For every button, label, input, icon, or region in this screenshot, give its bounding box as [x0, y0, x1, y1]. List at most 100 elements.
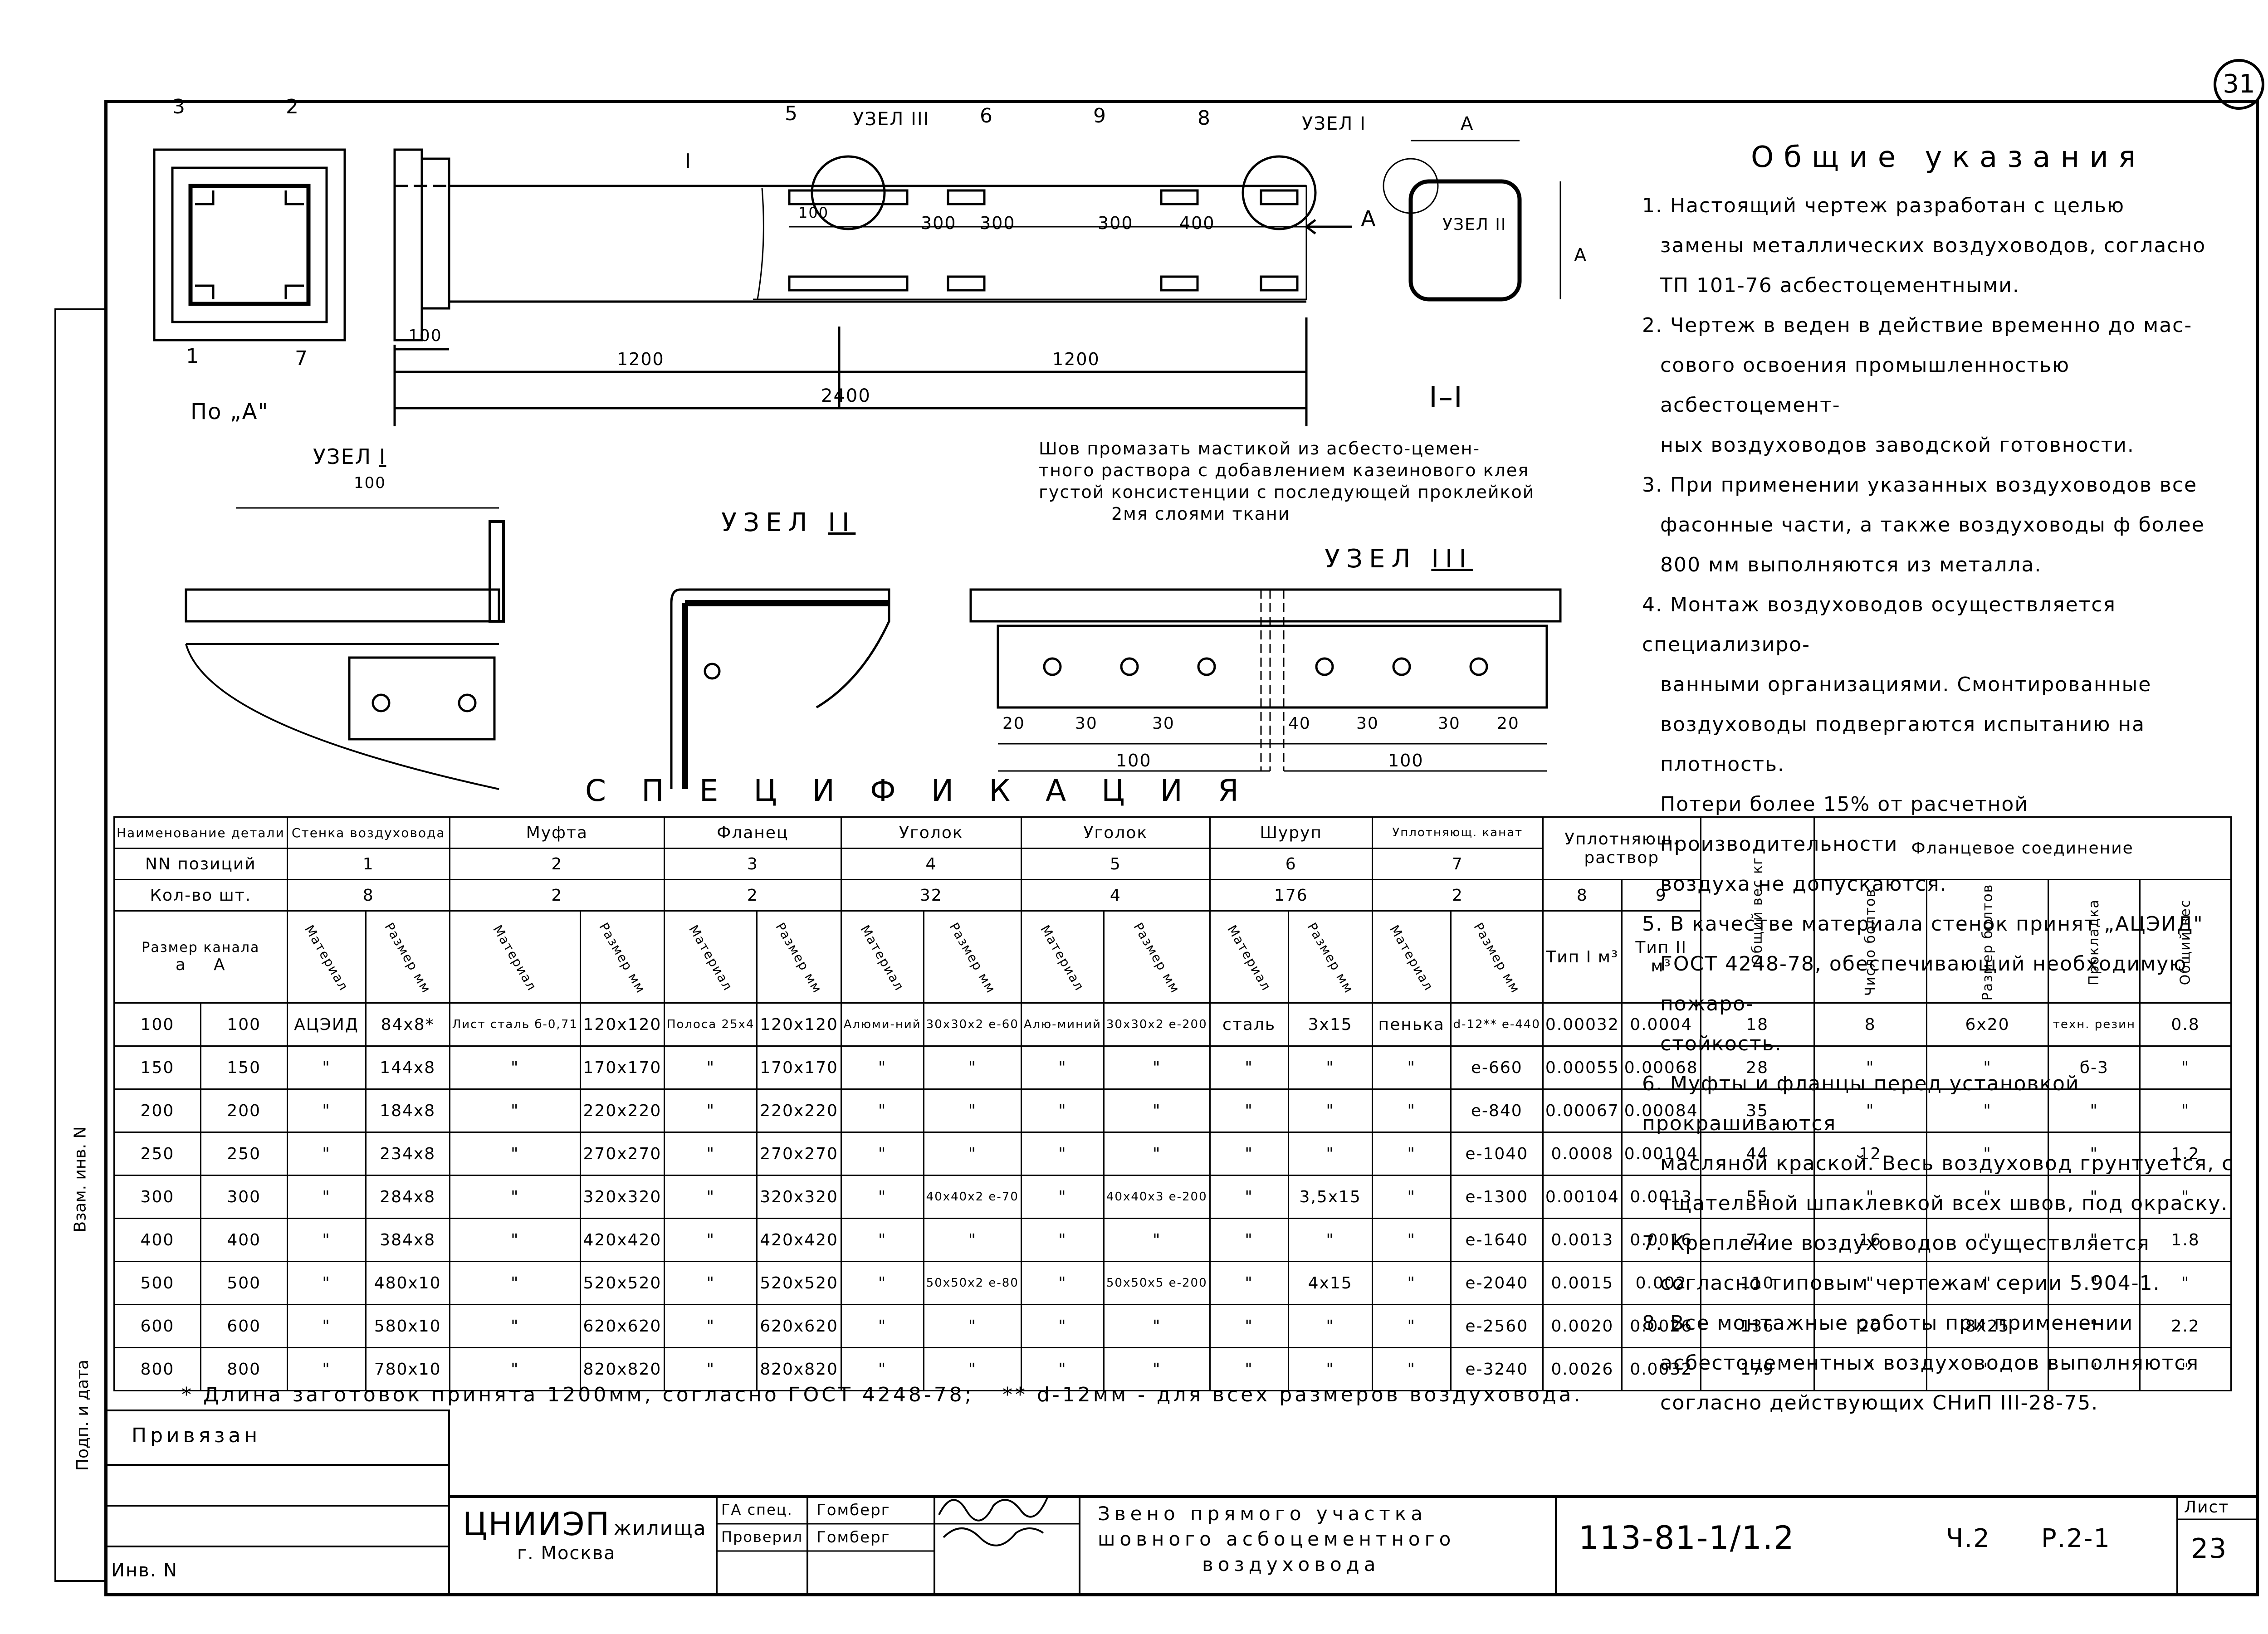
table-cell: 55: [1700, 1175, 1815, 1219]
uzel-3-dim: 20: [1497, 714, 1520, 733]
table-cell: 0.002: [1621, 1261, 1701, 1305]
table-cell: ": [2139, 1088, 2232, 1133]
table-cell: ": [1813, 1261, 1927, 1305]
table-cell: ": [1813, 1175, 1927, 1219]
table-cell: 100: [113, 1002, 201, 1047]
table-cell: 120х120: [579, 1002, 665, 1047]
break-line-left: [757, 188, 764, 300]
pos-cell: 4: [840, 848, 1022, 880]
uzel-1-wall: [185, 588, 500, 623]
view-a-flange: [171, 166, 328, 323]
table-cell: ": [1209, 1132, 1289, 1176]
table-cell: ": [1371, 1175, 1452, 1219]
table-cell: 0.0026: [1542, 1347, 1623, 1391]
table-cell: 284х8: [365, 1175, 450, 1219]
table-cell: ": [2048, 1088, 2141, 1133]
table-cell: ": [1926, 1175, 2049, 1219]
name-1: Гомберг: [816, 1501, 890, 1519]
pos-cell: 3: [663, 848, 842, 880]
table-cell: ": [1209, 1347, 1289, 1391]
pos-cell: 6: [1209, 848, 1373, 880]
table-cell: ": [1287, 1347, 1373, 1391]
table-cell: ": [840, 1175, 924, 1219]
table-cell: 4х15: [1287, 1261, 1373, 1305]
spec-header-material: Материал: [449, 910, 581, 1004]
dim-2400: 2400: [821, 385, 871, 406]
table-cell: 250: [200, 1132, 288, 1176]
note-line: сового освоения промышленностью асбестоц…: [1660, 354, 2070, 417]
dim-300-a: 300: [921, 213, 957, 233]
table-cell: 0.00068: [1621, 1045, 1701, 1090]
sheet-label: Лист: [2184, 1498, 2229, 1517]
table-cell: 420х420: [756, 1218, 842, 1262]
spec-header-rastvor: Уплотняющ. раствор: [1542, 816, 1701, 880]
table-cell: 150: [113, 1045, 201, 1090]
table-cell: ": [923, 1088, 1022, 1133]
table-cell: 136: [1700, 1304, 1815, 1348]
table-cell: ": [923, 1132, 1022, 1176]
table-cell: ": [1287, 1045, 1373, 1090]
callout-2: 2: [286, 95, 299, 118]
callout-1: 1: [186, 345, 200, 368]
view-a-label: По „А": [191, 399, 269, 424]
table-cell: 300: [113, 1175, 201, 1219]
dim-100: 100: [408, 327, 442, 345]
table-cell: ": [1926, 1347, 2049, 1391]
kol-cell: 176: [1209, 879, 1373, 912]
table-cell: 18: [1700, 1002, 1815, 1047]
table-cell: 28: [1700, 1045, 1815, 1090]
spec-header-material: Материал: [840, 910, 924, 1004]
table-cell: е-2040: [1450, 1261, 1544, 1305]
note-line: 4. Монтаж воздуховодов осуществляется сп…: [1642, 593, 2116, 656]
table-cell: 44: [1700, 1132, 1815, 1176]
pos-cell: 9: [1621, 879, 1701, 912]
kol-cell: 4: [1020, 879, 1211, 912]
table-cell: ": [1209, 1045, 1289, 1090]
section-mark-1: I: [685, 150, 692, 173]
note-line: ТП 101-76 асбестоцементными.: [1660, 274, 2020, 297]
table-cell: ": [1926, 1132, 2049, 1176]
spec-header-shurup: Шуруп: [1209, 816, 1373, 849]
uzel-1-angle-plate: [348, 656, 496, 741]
view-a-corner-angles: [195, 190, 304, 299]
table-cell: 300: [200, 1175, 288, 1219]
table-cell: ": [840, 1132, 924, 1176]
uzel-3-dim: 30: [1356, 714, 1379, 733]
table-cell: 320х320: [756, 1175, 842, 1219]
general-notes-title: Общие указания: [1751, 141, 2146, 174]
table-cell: 820х820: [579, 1347, 665, 1391]
table-cell: 35: [1700, 1088, 1815, 1133]
spec-header-material: Материал: [1020, 910, 1105, 1004]
uzel-3-wall: [969, 588, 1562, 623]
table-cell: ": [1020, 1304, 1105, 1348]
table-cell: е-2560: [1450, 1304, 1544, 1348]
table-cell: ": [1813, 1088, 1927, 1133]
table-cell: 40х40х3 е-200: [1103, 1175, 1211, 1219]
table-cell: ": [1287, 1132, 1373, 1176]
table-cell: 170х170: [756, 1045, 842, 1090]
table-cell: ": [2139, 1261, 2232, 1305]
uzel-3-callout-circle: [811, 155, 886, 230]
name-2: Гомберг: [816, 1528, 890, 1546]
table-cell: ": [2048, 1218, 2141, 1262]
table-cell: е-1040: [1450, 1132, 1544, 1176]
uzel-2-title: УЗЕЛ II: [721, 508, 856, 537]
table-cell: Алю-миний: [1020, 1002, 1105, 1047]
table-cell: 0.0013: [1621, 1175, 1701, 1219]
table-cell: е-660: [1450, 1045, 1544, 1090]
side-view-coupling: [420, 157, 450, 310]
uzel-2-callout-label: УЗЕЛ II: [1442, 215, 1507, 234]
table-cell: 480х10: [365, 1261, 450, 1305]
section-label: Р.2-1: [2041, 1524, 2111, 1553]
section-1-1-duct: [1408, 179, 1522, 302]
table-cell: ": [840, 1088, 924, 1133]
table-cell: ": [286, 1347, 367, 1391]
table-cell: 600: [200, 1304, 288, 1348]
table-cell: 6х20: [1926, 1002, 2049, 1047]
table-cell: 0.0020: [1542, 1304, 1623, 1348]
sheet-value: 23: [2191, 1533, 2228, 1565]
table-cell: 110: [1700, 1261, 1815, 1305]
table-cell: 3х15: [1287, 1002, 1373, 1047]
